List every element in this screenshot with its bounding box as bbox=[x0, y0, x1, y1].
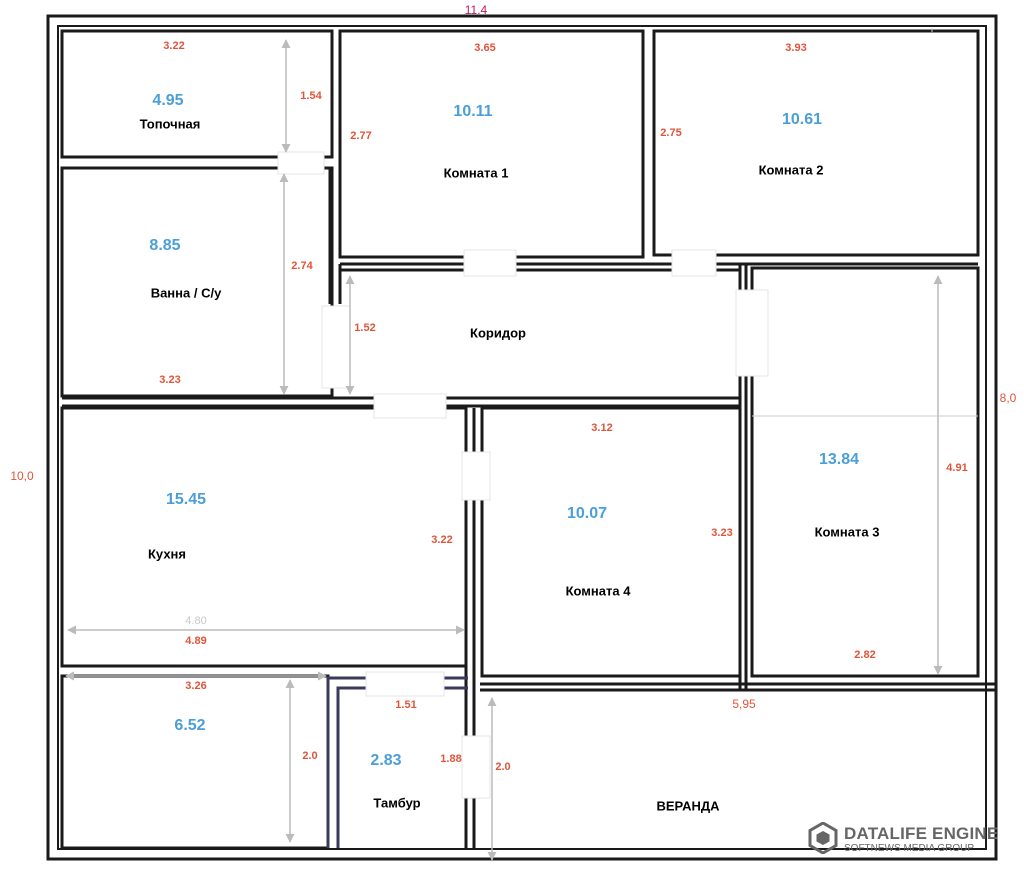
dimension-arrows bbox=[65, 39, 943, 861]
datalife-logo-icon bbox=[808, 822, 838, 854]
veranda-height: 2.0 bbox=[495, 761, 511, 773]
komnata4-height: 3.23 bbox=[711, 527, 733, 539]
komnata2-walls bbox=[652, 29, 980, 257]
overall-height-right-label: 8,0 bbox=[999, 391, 1017, 405]
room-652-area: 6.52 bbox=[174, 717, 206, 734]
komnata2-name: Комната 2 bbox=[758, 162, 824, 178]
kuhnya-height: 3.22 bbox=[431, 534, 453, 546]
komnata4-width: 3.12 bbox=[591, 422, 613, 434]
outer-walls bbox=[46, 14, 998, 861]
komnata3-walls bbox=[750, 266, 980, 678]
vanna-width: 3.23 bbox=[159, 374, 181, 386]
overall-bottom-width-label: 5,95 bbox=[732, 697, 756, 711]
topochnaya-width: 3.22 bbox=[163, 40, 185, 52]
komnata2-area: 10.61 bbox=[781, 111, 823, 128]
komnata3-name: Комната 3 bbox=[814, 524, 880, 540]
komnata4-walls bbox=[480, 406, 742, 678]
kuhnya-walls bbox=[60, 406, 468, 668]
topochnaya-name: Топочная bbox=[139, 116, 201, 132]
tambur-name: Тамбур bbox=[373, 795, 421, 811]
komnata4-area: 10.07 bbox=[566, 505, 608, 522]
topochnaya-height: 1.54 bbox=[300, 90, 322, 102]
komnata4-name: Комната 4 bbox=[565, 583, 631, 599]
room-652-width: 3.26 bbox=[185, 680, 207, 692]
kuhnya-area: 15.45 bbox=[165, 491, 207, 508]
door-openings bbox=[277, 151, 769, 799]
watermark-logo: DATALIFE ENGINE SOFTNEWS MEDIA GROUP bbox=[808, 822, 1018, 856]
vanna-walls bbox=[60, 166, 334, 398]
kuhnya-width: 4.89 bbox=[185, 635, 207, 647]
komnata2-height: 2.75 bbox=[660, 127, 682, 139]
kuhnya-name: Кухня bbox=[148, 546, 186, 562]
koridor-height: 1.52 bbox=[354, 322, 376, 334]
komnata1-width: 3.65 bbox=[474, 42, 496, 54]
veranda-name: ВЕРАНДА bbox=[656, 798, 720, 814]
tambur-width: 1.51 bbox=[395, 699, 417, 711]
koridor-name: Коридор bbox=[470, 325, 526, 341]
room-652-walls bbox=[60, 674, 330, 850]
watermark-title: DATALIFE ENGINE bbox=[844, 824, 999, 843]
tambur-area: 2.83 bbox=[370, 752, 402, 769]
room-652-height: 2.0 bbox=[302, 750, 318, 762]
watermark-subtitle: SOFTNEWS MEDIA GROUP bbox=[844, 843, 975, 854]
komnata1-name: Комната 1 bbox=[443, 165, 509, 181]
faint-lines bbox=[752, 28, 978, 417]
tambur-height: 1.88 bbox=[440, 753, 462, 765]
vanna-height: 2.74 bbox=[291, 260, 313, 272]
topochnaya-walls bbox=[60, 29, 334, 159]
komnata2-width: 3.93 bbox=[785, 42, 807, 54]
vanna-name: Ванна / С/у bbox=[150, 285, 222, 301]
komnata1-height: 2.77 bbox=[350, 130, 372, 142]
komnata3-area: 13.84 bbox=[818, 451, 860, 468]
overall-height-left-label: 10,0 bbox=[10, 469, 34, 483]
komnata1-area: 10.11 bbox=[453, 103, 493, 120]
kuhnya-faded-label: 4.80 bbox=[185, 615, 207, 627]
overall-width-label: 11.4 bbox=[464, 3, 488, 17]
komnata1-walls bbox=[338, 29, 645, 259]
komnata3-height: 4.91 bbox=[946, 462, 968, 474]
komnata3-width: 2.82 bbox=[854, 649, 876, 661]
topochnaya-area: 4.95 bbox=[152, 92, 184, 109]
vanna-area: 8.85 bbox=[149, 237, 181, 254]
